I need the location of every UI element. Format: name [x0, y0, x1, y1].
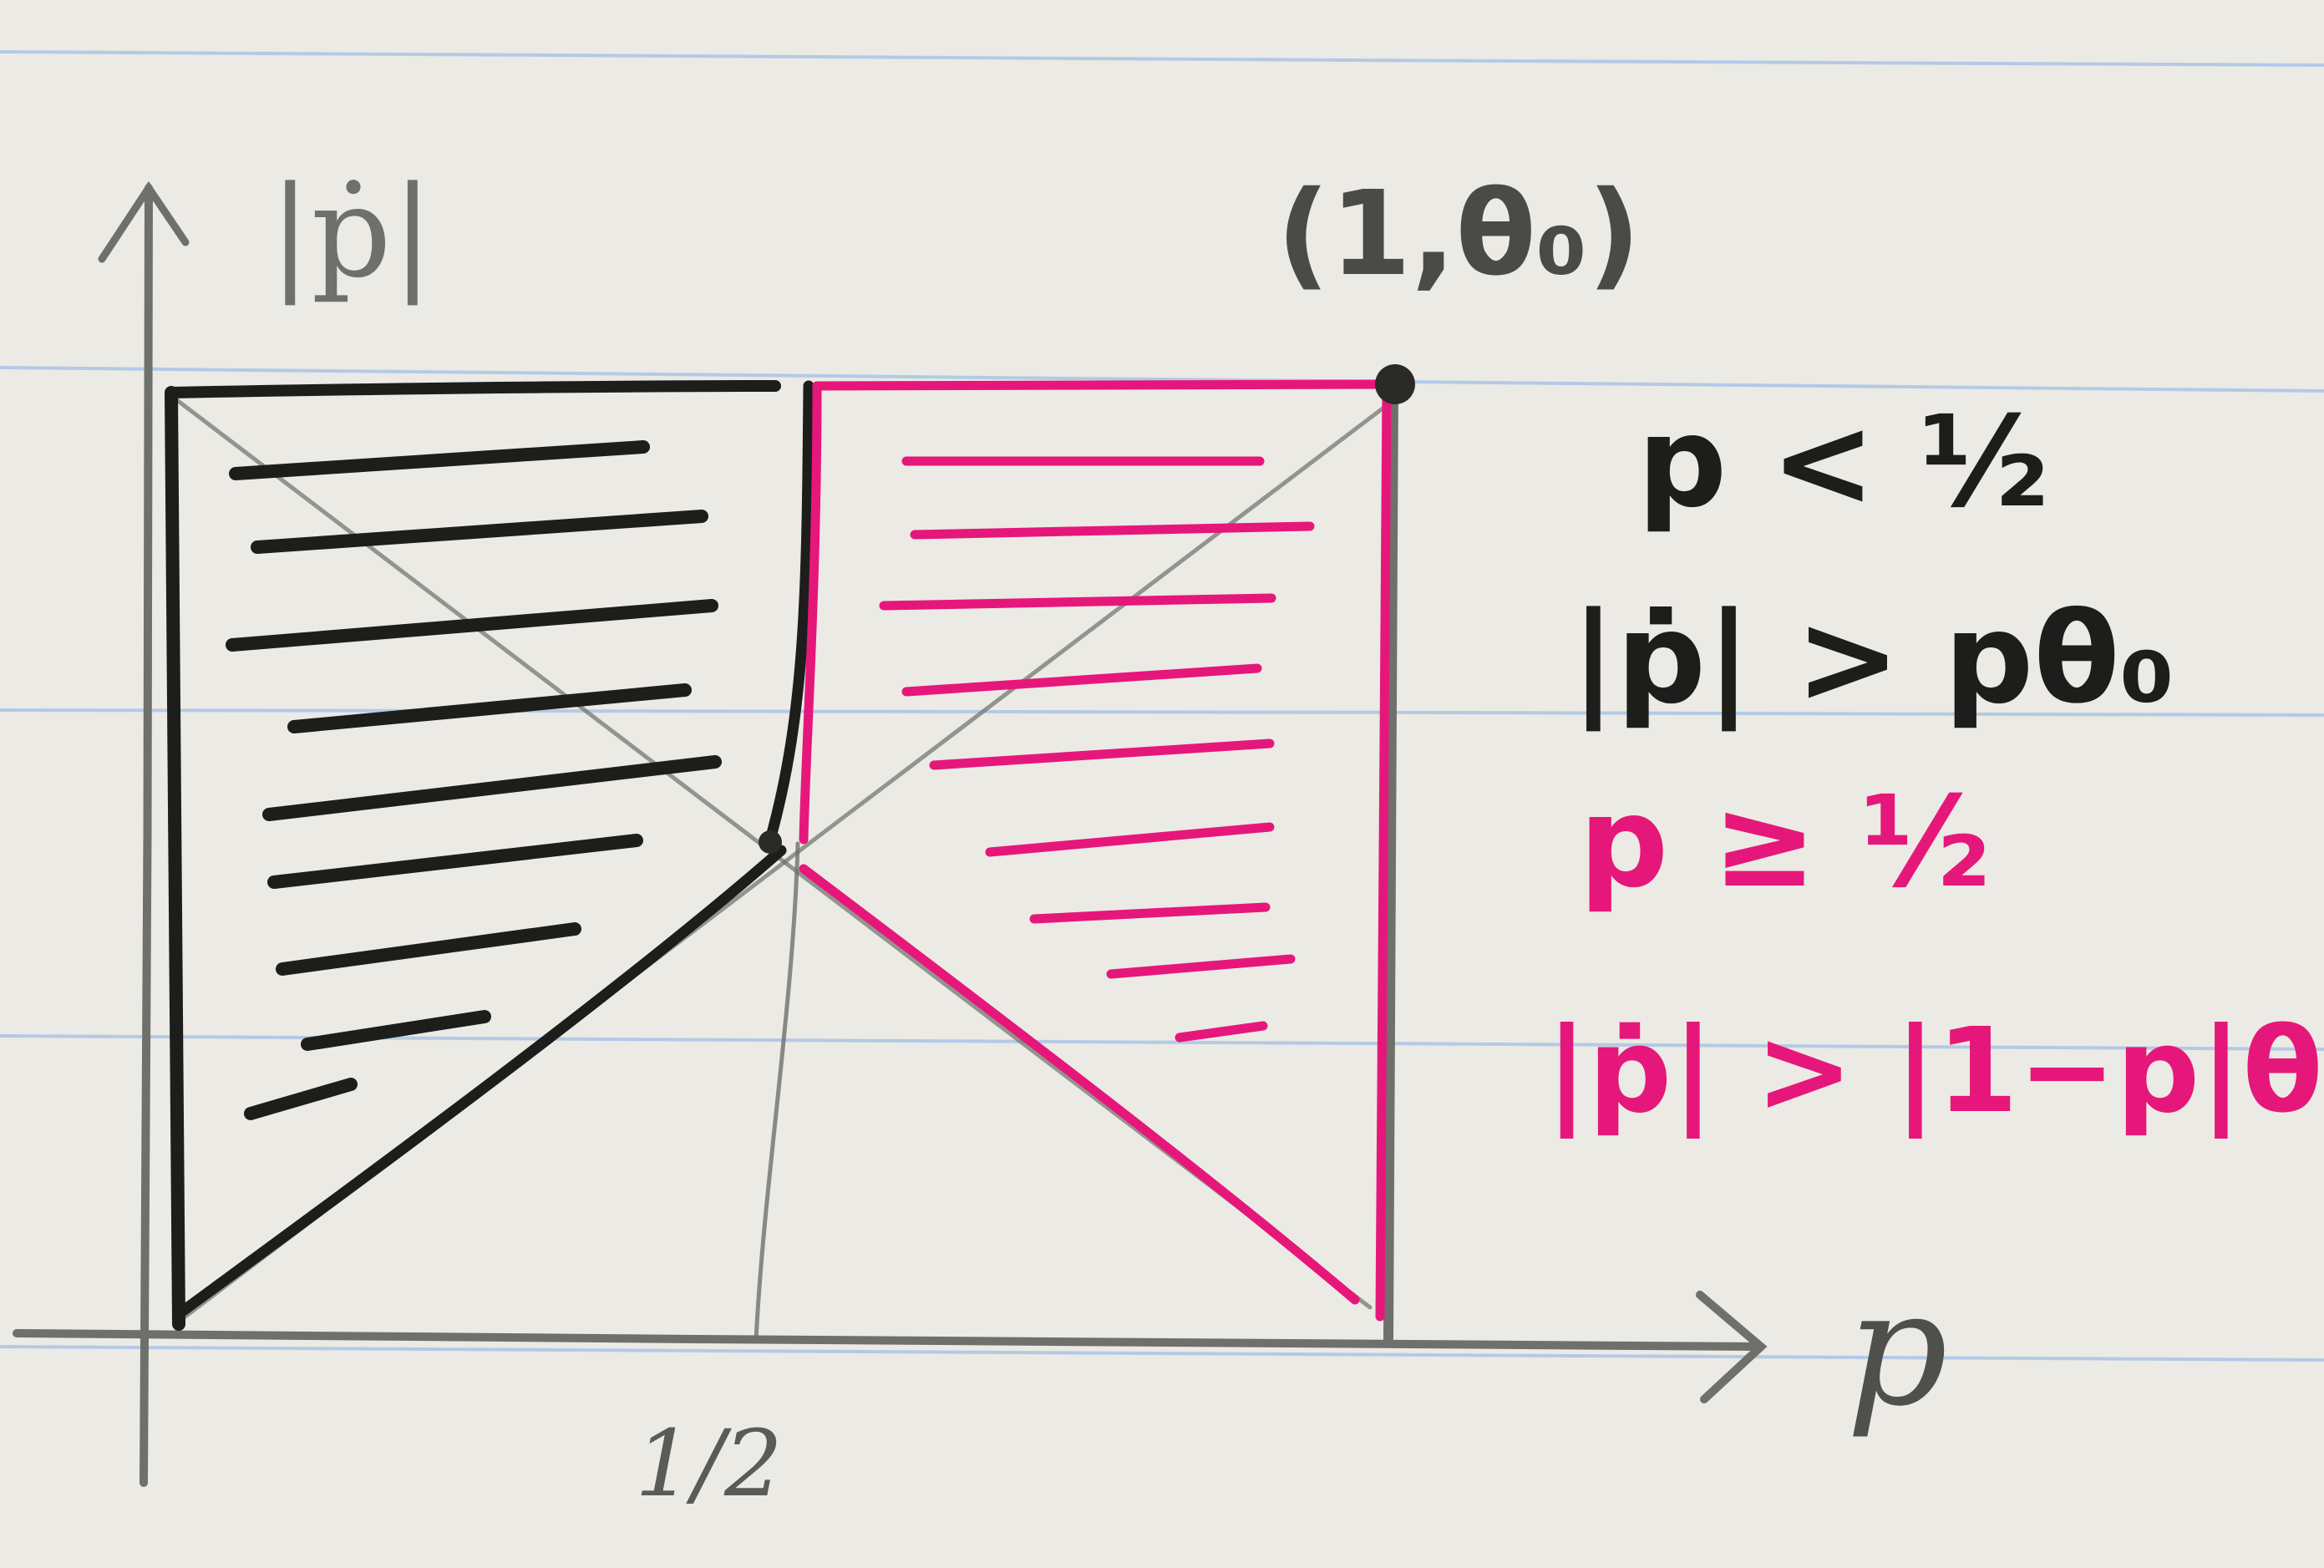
hatch-line	[879, 593, 1276, 611]
x-tick-half-label: 1/2	[635, 1410, 783, 1517]
pencil-right-edge	[1383, 381, 1398, 1343]
black-condition-1: p < ½	[1637, 390, 2049, 535]
pink-right-edge	[1375, 388, 1392, 1322]
pink-falling-diagonal	[799, 864, 1360, 1305]
ruled-lines	[0, 50, 2324, 1362]
black-region	[165, 380, 814, 1331]
pink-top-edge	[812, 379, 1393, 391]
center-point	[759, 830, 782, 854]
rule-line	[0, 1345, 2324, 1362]
hatch-line	[229, 440, 650, 480]
hatch-line	[1106, 954, 1296, 979]
hatch-line	[287, 683, 692, 733]
rule-line	[0, 366, 2324, 393]
hatch-line	[262, 755, 722, 821]
hatch-line	[226, 599, 718, 652]
pink-condition-1: p ≥ ½	[1579, 770, 1991, 916]
half-gridline	[754, 841, 800, 1343]
pink-condition-2: |ṗ| > |1−p|θ₀	[1545, 1003, 2324, 1139]
corner-point-label: (1,θ₀)	[1276, 166, 1641, 302]
hatch-line	[267, 834, 643, 889]
black-left-edge	[165, 386, 185, 1331]
rule-line	[0, 50, 2324, 67]
hatch-line	[910, 521, 1315, 540]
conditions-legend: p < ½ |ṗ| > pθ₀ p ≥ ½ |ṗ| > |1−p|θ₀	[1545, 390, 2324, 1139]
y-axis-label: |ṗ|	[269, 160, 434, 306]
hatch-line	[276, 922, 581, 976]
black-condition-2: |ṗ| > pθ₀	[1570, 586, 2174, 732]
pink-region	[799, 379, 1393, 1322]
y-axis	[140, 184, 153, 1487]
hatch-line	[251, 510, 708, 554]
hatch-line	[1029, 902, 1271, 924]
hatch-line	[244, 1078, 358, 1120]
black-top-edge	[165, 380, 781, 398]
hatch-line	[985, 822, 1275, 857]
black-center-spine	[764, 380, 814, 845]
corner-point	[1375, 364, 1415, 404]
hatch-line	[929, 738, 1275, 770]
pink-left-edge	[799, 381, 822, 845]
rule-line	[0, 708, 2324, 717]
hatch-line	[301, 1010, 491, 1051]
x-axis	[13, 1329, 1763, 1351]
x-axis-arrowhead	[1696, 1291, 1768, 1403]
rule-line	[0, 1034, 2324, 1051]
x-axis-label: p	[1846, 1256, 1948, 1441]
hatch-line	[901, 663, 1262, 697]
y-axis-arrowhead	[98, 180, 190, 263]
black-rising-diagonal	[176, 845, 787, 1317]
hatch-line	[1175, 1021, 1268, 1043]
